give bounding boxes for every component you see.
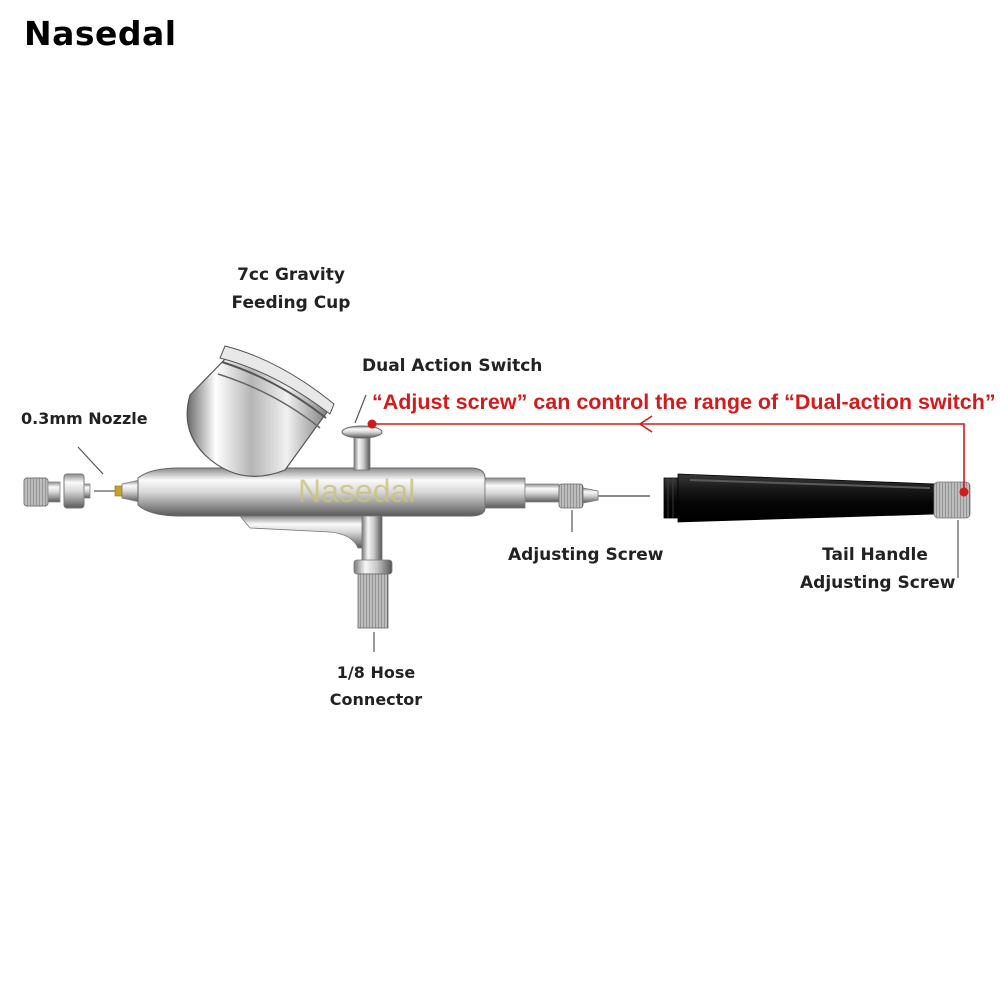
nozzle-cap bbox=[23, 477, 61, 507]
tail-label-line1: Tail Handle bbox=[822, 545, 928, 565]
hose-label-line2: Connector bbox=[329, 690, 423, 709]
hose-label: 1/8 Hose Connector bbox=[318, 663, 434, 709]
nozzle-label: 0.3mm Nozzle bbox=[21, 409, 148, 428]
range-note: “Adjust screw” can control the range of … bbox=[372, 390, 996, 414]
hose-connector bbox=[353, 515, 393, 652]
airbrush-body bbox=[137, 467, 560, 517]
nozzle-pointer bbox=[77, 446, 104, 475]
cup-label: 7cc Gravity Feeding Cup bbox=[226, 265, 356, 313]
dual-action-switch bbox=[341, 394, 383, 471]
brand-logo: Nasedal bbox=[24, 14, 177, 53]
cup-label-line2: Feeding Cup bbox=[231, 293, 351, 313]
adjusting-screw-label: Adjusting Screw bbox=[508, 545, 664, 565]
hose-label-line1: 1/8 Hose bbox=[336, 663, 416, 682]
grip-bracket bbox=[239, 515, 371, 549]
cup-label-line1: 7cc Gravity bbox=[237, 265, 345, 285]
adjusting-screw-part bbox=[558, 483, 650, 532]
tail-label-line2: Adjusting Screw bbox=[800, 573, 956, 593]
tail-handle bbox=[663, 473, 936, 523]
tail-label: Tail Handle Adjusting Screw bbox=[800, 545, 956, 593]
nozzle-tip bbox=[63, 473, 91, 509]
switch-label: Dual Action Switch bbox=[362, 356, 543, 376]
gravity-cup bbox=[186, 345, 335, 477]
range-indicator-arrow bbox=[367, 415, 969, 497]
watermark-text: Nasedal bbox=[298, 473, 415, 509]
